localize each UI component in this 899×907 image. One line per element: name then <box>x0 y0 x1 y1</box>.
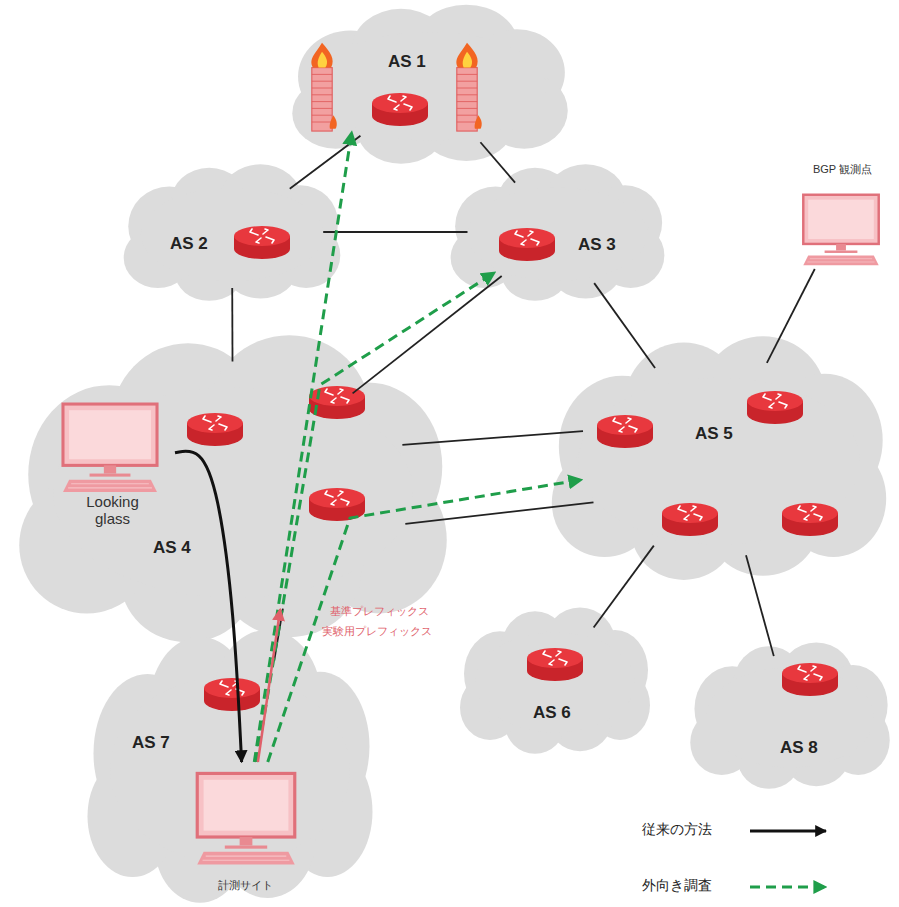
as-name: AS 5 <box>695 424 733 444</box>
router-icon <box>782 503 838 536</box>
router-icon <box>499 228 555 261</box>
legend-text: 外向き調査 <box>642 877 712 895</box>
legend-samples <box>750 831 826 887</box>
cloud-lobe <box>141 188 323 281</box>
as-name: AS 2 <box>170 234 208 254</box>
cloud-lobe <box>314 32 546 141</box>
router-icon <box>782 663 838 696</box>
computer-icon <box>803 195 878 266</box>
router-icon <box>662 503 718 536</box>
router-icon <box>747 391 803 424</box>
as-name: AS 8 <box>780 738 818 758</box>
as-name: AS 1 <box>388 52 426 72</box>
router-icon <box>187 413 243 446</box>
cloud-lobe <box>578 378 860 545</box>
legend-solid-arrow <box>750 830 826 833</box>
router-icon <box>527 648 583 681</box>
prefix-label: 実験用プレフィックス <box>322 624 432 639</box>
host-name: 計測サイト <box>195 878 295 893</box>
as-link <box>323 231 467 233</box>
legend-text: 従来の方法 <box>642 821 712 839</box>
legend-dashed-arrow <box>750 886 826 889</box>
as-name: AS 3 <box>578 235 616 255</box>
as-cloud: AS 8 <box>685 640 895 790</box>
router-icon <box>234 226 290 259</box>
as-name: AS 6 <box>533 703 571 723</box>
as-name: AS 7 <box>132 733 170 753</box>
as-link <box>231 288 233 362</box>
router-icon <box>204 678 260 711</box>
host-name: BGP 観測点 <box>798 162 888 177</box>
router-icon <box>597 415 653 448</box>
as-name: AS 4 <box>153 538 191 558</box>
router-icon <box>372 93 428 126</box>
as-link <box>594 546 654 628</box>
as-link <box>594 283 655 368</box>
cloud-lobe <box>110 676 350 863</box>
host-name: Looking glass <box>75 493 150 527</box>
cloud-lobe <box>468 188 648 281</box>
prefix-label: 基準プレフィックス <box>330 604 429 619</box>
cloud-outline <box>118 162 346 302</box>
as-cloud: AS 3 <box>445 162 670 302</box>
as-cloud: AS 5 <box>543 332 895 582</box>
cloud-lobe <box>53 388 413 598</box>
cloud-outline <box>685 640 895 790</box>
cloud-outline <box>445 162 670 302</box>
cloud-lobe <box>706 668 874 768</box>
cloud-lobe <box>475 633 635 733</box>
as-cloud: AS 2 <box>118 162 346 302</box>
as-link <box>353 276 502 393</box>
cloud-outline <box>543 332 895 582</box>
